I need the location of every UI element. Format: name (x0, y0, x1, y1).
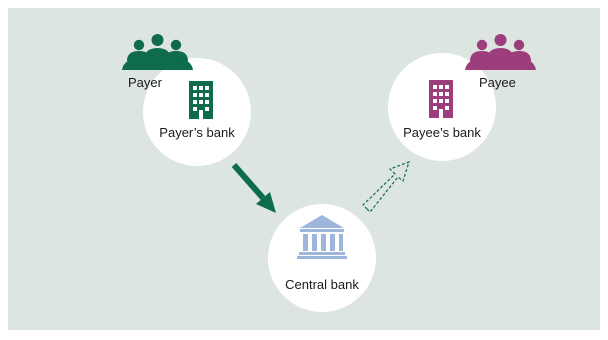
payer-bank-building-icon (189, 81, 213, 119)
payee-bank-building-icon (429, 80, 453, 118)
payee-people-icon (465, 34, 536, 70)
payee-label: Payee (479, 75, 516, 90)
central-bank-columns-icon (297, 215, 347, 259)
payer-bank-label: Payer’s bank (159, 125, 235, 140)
payer-label: Payer (128, 75, 163, 90)
payee-bank-label: Payee’s bank (403, 125, 481, 140)
central-bank-label: Central bank (285, 277, 359, 292)
central-to-payee-arrow (362, 161, 410, 213)
payer-people-icon (122, 34, 193, 70)
payer-to-central-arrow (231, 163, 276, 213)
